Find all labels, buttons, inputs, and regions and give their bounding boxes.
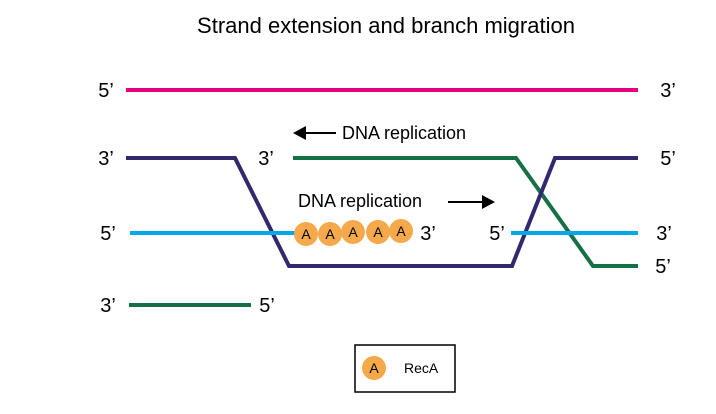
cyan-right-5-end: 5’ bbox=[489, 223, 505, 245]
navy-right-end: 5’ bbox=[660, 148, 676, 170]
navy-strand bbox=[126, 156, 638, 268]
cyan-invading-3-end: 3’ bbox=[420, 223, 436, 245]
replication-label-mid: DNA replication bbox=[298, 191, 422, 211]
replication-label-top: DNA replication bbox=[342, 123, 466, 143]
green-right-end: 5’ bbox=[655, 256, 671, 278]
legend: A RecA bbox=[354, 344, 456, 393]
reca-letter: A bbox=[301, 226, 311, 242]
reca-protein: A bbox=[389, 219, 413, 243]
arrow-left-icon bbox=[293, 126, 306, 140]
green-bottom-right-end: 5’ bbox=[259, 295, 275, 317]
green-extended-strand bbox=[293, 156, 638, 268]
reca-letter: A bbox=[396, 223, 406, 239]
cyan-right-end: 3’ bbox=[656, 223, 672, 245]
cyan-left-end: 5’ bbox=[100, 223, 116, 245]
navy-left-end: 3’ bbox=[98, 148, 114, 170]
legend-label: RecA bbox=[404, 360, 439, 376]
reca-protein: A bbox=[366, 220, 390, 244]
diagram-title: Strand extension and branch migration bbox=[197, 13, 575, 38]
reca-letter: A bbox=[348, 224, 358, 240]
green-bottom-left-end: 3’ bbox=[100, 295, 116, 317]
legend-reca-icon bbox=[362, 356, 386, 380]
reca-letter: A bbox=[325, 226, 335, 242]
replication-arrow-right bbox=[448, 195, 495, 209]
arrow-right-icon bbox=[482, 195, 495, 209]
reca-letter: A bbox=[373, 224, 383, 240]
legend-reca-letter: A bbox=[369, 360, 379, 376]
replication-arrow-left bbox=[293, 126, 336, 140]
reca-protein: A bbox=[318, 222, 342, 246]
reca-protein: A bbox=[341, 220, 365, 244]
magenta-left-end: 5’ bbox=[98, 80, 114, 102]
reca-protein: A bbox=[294, 222, 318, 246]
magenta-right-end: 3’ bbox=[660, 80, 676, 102]
reca-filament: A A A A A bbox=[294, 219, 413, 246]
green-top-left-end: 3’ bbox=[258, 148, 274, 170]
